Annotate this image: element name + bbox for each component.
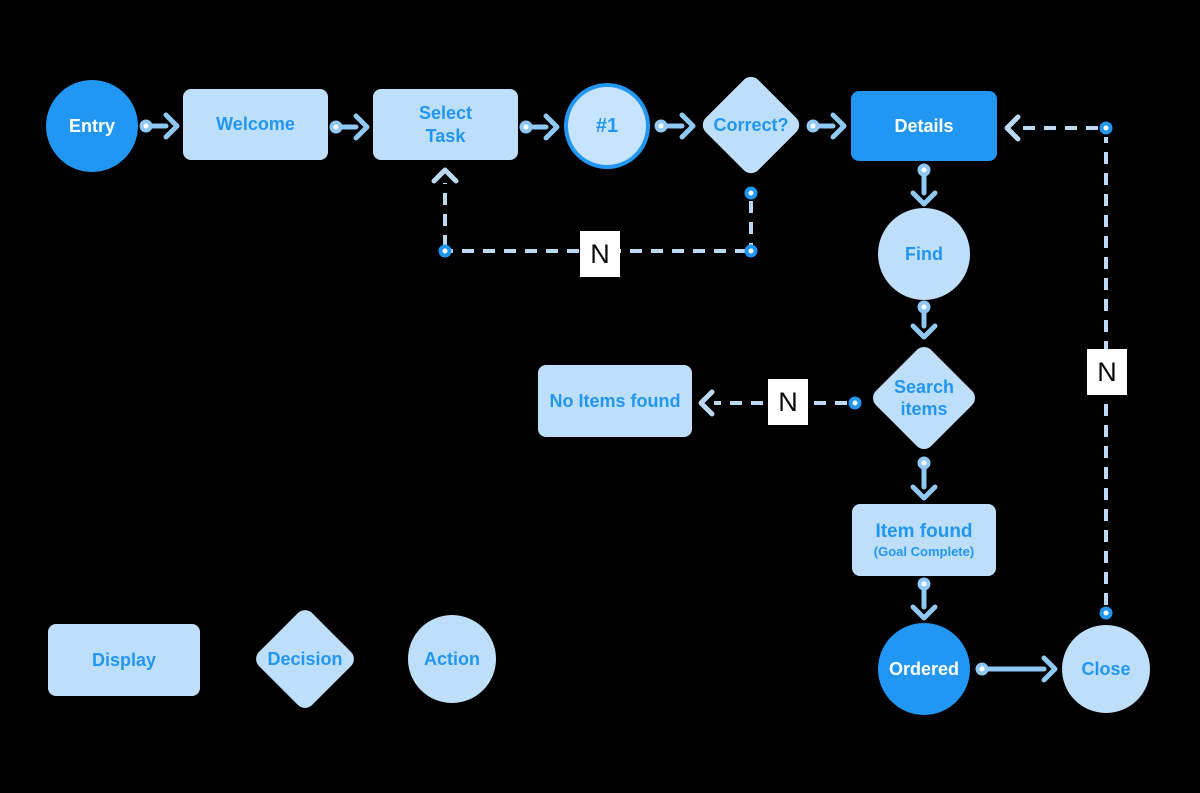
node-welcome-label: Welcome	[216, 114, 295, 135]
node-correct: Correct?	[698, 72, 804, 178]
edge-ordered-close	[975, 655, 1058, 683]
node-find: Find	[878, 208, 970, 300]
node-details: Details	[851, 91, 997, 161]
legend-action-label: Action	[424, 648, 480, 669]
edge-select-task-step1	[519, 113, 560, 141]
edge-label-close-no: N	[1087, 349, 1127, 395]
node-ordered-label: Ordered	[888, 658, 960, 679]
node-item-found-label: Item found	[875, 520, 973, 542]
edge-correct-details	[806, 112, 847, 140]
legend-display-label: Display	[91, 649, 157, 670]
node-search-items: Search items	[868, 342, 980, 454]
legend-display: Display	[48, 624, 200, 696]
node-step1: #1	[564, 83, 650, 169]
edge-step1-correct	[654, 112, 696, 140]
node-close: Close	[1062, 625, 1150, 713]
edge-details-find	[910, 163, 938, 207]
edge-label-correct-no: N	[580, 231, 620, 277]
node-no-items-found-label: No Items found	[549, 390, 681, 411]
edge-entry-welcome	[139, 112, 180, 140]
node-search-items-line2: items	[900, 399, 948, 419]
node-details-label: Details	[894, 115, 954, 136]
node-ordered: Ordered	[878, 623, 970, 715]
edge-label-search-no: N	[768, 379, 808, 425]
node-search-items-line1: Search	[893, 376, 955, 397]
node-welcome: Welcome	[183, 89, 328, 160]
node-close-label: Close	[1081, 658, 1131, 679]
edge-welcome-select-task	[329, 113, 370, 141]
node-correct-label: Correct?	[713, 114, 789, 135]
node-no-items-found: No Items found	[538, 365, 692, 437]
edge-item-found-ordered	[910, 577, 938, 621]
node-entry: Entry	[46, 80, 138, 172]
edge-find-search-items	[910, 300, 938, 340]
node-entry-label: Entry	[68, 115, 115, 136]
node-select-task: Select Task	[373, 89, 518, 160]
node-item-found-sublabel: (Goal Complete)	[873, 544, 975, 560]
edge-search-items-item-found	[910, 456, 938, 501]
node-select-task-line2: Task	[425, 125, 466, 146]
node-item-found: Item found (Goal Complete)	[852, 504, 996, 576]
node-step1-label: #1	[595, 114, 619, 137]
node-find-label: Find	[905, 243, 943, 264]
legend-decision: Decision	[251, 605, 359, 713]
legend-action: Action	[408, 615, 496, 703]
node-select-task-line1: Select	[418, 103, 473, 123]
legend-decision-label: Decision	[267, 648, 343, 669]
